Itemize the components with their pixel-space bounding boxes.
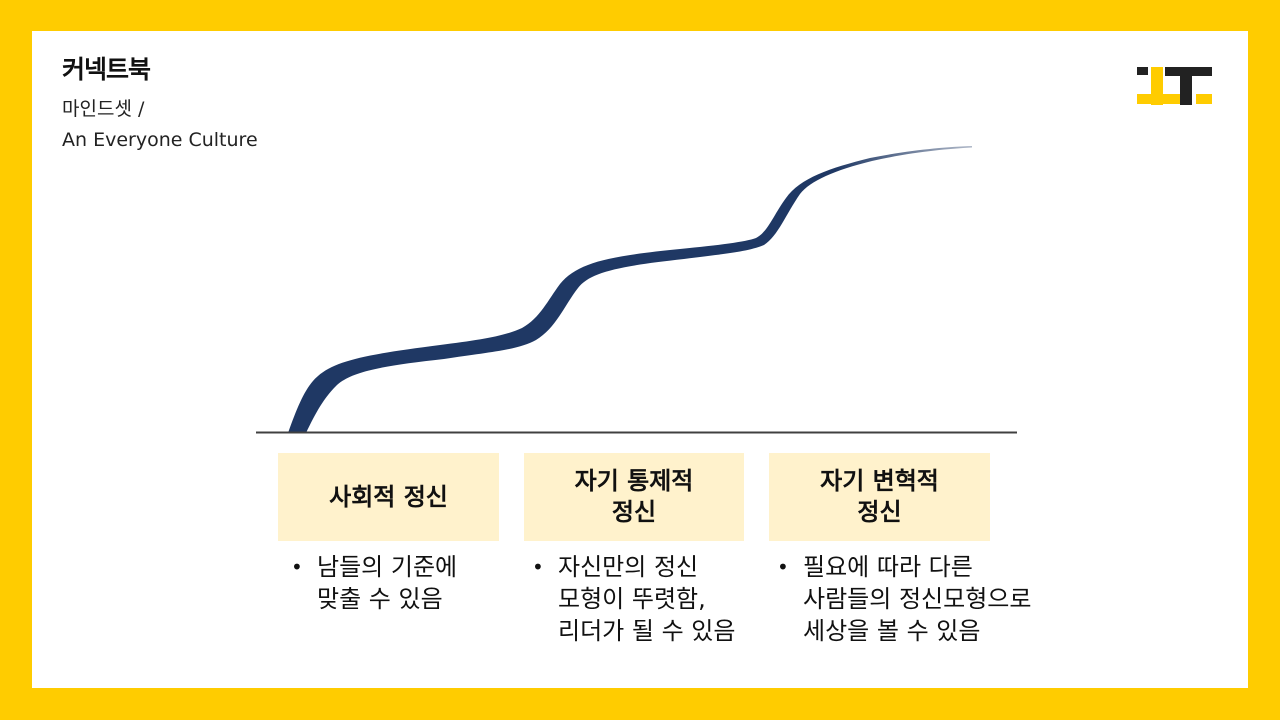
stage-description-self-transforming-mind: • 필요에 따라 다른 사람들의 정신모형으로 세상을 볼 수 있음 [777, 551, 1031, 647]
stage-box-self-transforming-mind: 자기 변혁적 정신 [769, 453, 990, 541]
bullet-icon: • [777, 555, 789, 579]
brand-logo-icon [1137, 67, 1212, 105]
slide-panel [32, 31, 1248, 688]
description-line: 남들의 기준에 [317, 553, 458, 581]
description-line: 사람들의 정신모형으로 [803, 585, 1032, 613]
description-line: 모형이 뚜렷함, [558, 585, 706, 613]
slide-subtitle: 마인드셋 / An Everyone Culture [62, 94, 258, 156]
growth-curve [288, 146, 972, 433]
subtitle-line-1: 마인드셋 / [62, 98, 145, 120]
stage-box-self-authoring-mind: 자기 통제적 정신 [524, 453, 744, 541]
bullet-icon: • [532, 555, 544, 579]
stage-description-self-authoring-mind: • 자신만의 정신 모형이 뚜렷함, 리더가 될 수 있음 [532, 551, 735, 647]
stage-description-socialized-mind: • 남들의 기준에 맞출 수 있음 [291, 551, 457, 615]
stage-title-line: 정신 [611, 498, 657, 526]
stage-box-socialized-mind: 사회적 정신 [278, 453, 499, 541]
description-line: 맞출 수 있음 [317, 585, 443, 613]
stage-title-line: 자기 통제적 [574, 467, 694, 495]
stage-title-line: 자기 변혁적 [820, 467, 939, 495]
subtitle-line-2: An Everyone Culture [62, 129, 258, 151]
stage-title-line: 사회적 정신 [329, 482, 448, 511]
bullet-icon: • [291, 555, 303, 579]
brand-title: 커넥트북 [62, 55, 151, 84]
stage-title-line: 정신 [857, 498, 902, 526]
description-line: 세상을 볼 수 있음 [803, 617, 981, 645]
description-line: 자신만의 정신 [558, 553, 699, 581]
description-line: 리더가 될 수 있음 [558, 617, 736, 645]
description-line: 필요에 따라 다른 [803, 553, 973, 581]
